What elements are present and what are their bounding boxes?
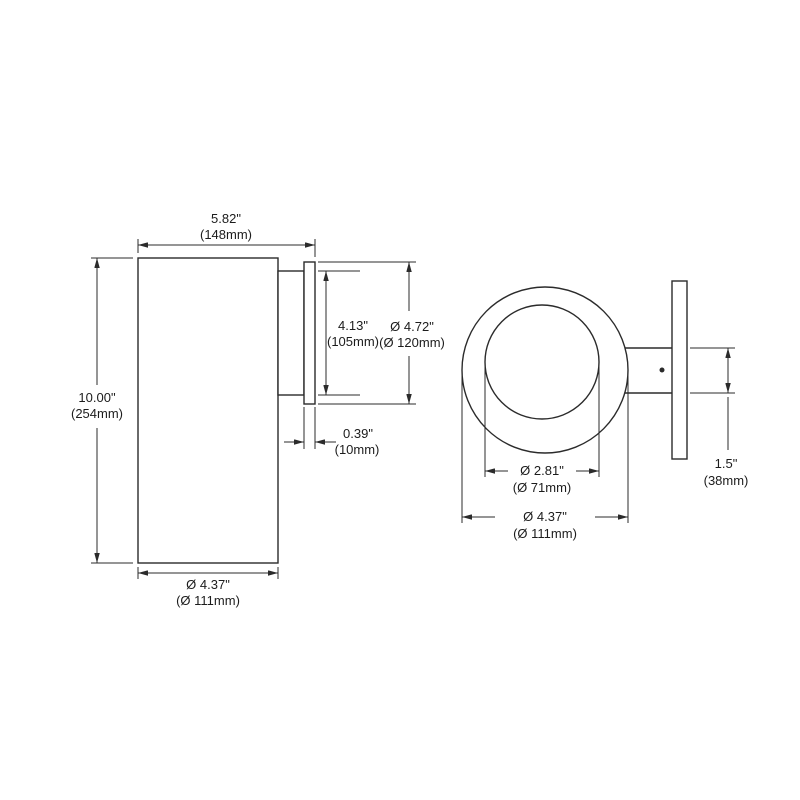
dim-label-in: 4.13" xyxy=(338,318,368,333)
fastener-dot xyxy=(659,367,665,373)
dim-label-mm: (Ø 120mm) xyxy=(379,335,445,350)
dim-label-mm: (Ø 71mm) xyxy=(513,480,572,495)
dim-label-mm: (105mm) xyxy=(327,334,379,349)
dim-backplate-diameter: Ø 4.72" (Ø 120mm) xyxy=(318,261,445,405)
dim-outer-diameter: Ø 4.37" (Ø 111mm) xyxy=(461,374,629,541)
dim-label-mm: (148mm) xyxy=(200,227,252,242)
dim-overall-width: 5.82" (148mm) xyxy=(137,211,316,257)
wall-plate-edge-outline xyxy=(671,280,688,460)
top-view: 1.5" (38mm) Ø 2.81" (Ø 71mm) Ø 4.37" (Ø … xyxy=(461,280,749,541)
dim-label-in: Ø 4.72" xyxy=(390,319,434,334)
dim-overall-height: 10.00" (254mm) xyxy=(71,257,133,564)
mount-arm-outline xyxy=(277,270,305,396)
dim-label-mm: (Ø 111mm) xyxy=(176,593,240,608)
dim-label-in: 1.5" xyxy=(715,456,738,471)
wall-plate-outline xyxy=(303,261,316,405)
cylinder-inner-circle xyxy=(484,304,600,420)
dim-arm-width: 1.5" (38mm) xyxy=(690,347,749,488)
dim-body-diameter: Ø 4.37" (Ø 111mm) xyxy=(137,567,279,608)
dim-backplate-thickness: 0.39" (10mm) xyxy=(284,407,379,457)
side-view: 5.82" (148mm) 10.00" (254mm) 4.13" (105m… xyxy=(71,211,445,608)
dim-label-in: 5.82" xyxy=(211,211,241,226)
dim-label-in: Ø 4.37" xyxy=(186,577,230,592)
dim-label-mm: (10mm) xyxy=(335,442,380,457)
dim-label-mm: (254mm) xyxy=(71,406,123,421)
cylinder-body-outline xyxy=(137,257,279,564)
dim-label-in: Ø 4.37" xyxy=(523,509,567,524)
dim-label-mm: (38mm) xyxy=(704,473,749,488)
cylinder-outer-circle xyxy=(461,286,629,454)
dim-label-mm: (Ø 111mm) xyxy=(513,526,577,541)
dim-housing-height: 4.13" (105mm) xyxy=(318,270,379,396)
dim-inner-diameter: Ø 2.81" (Ø 71mm) xyxy=(484,366,600,495)
dim-label-in: Ø 2.81" xyxy=(520,463,564,478)
dim-label-in: 10.00" xyxy=(78,390,116,405)
dim-label-in: 0.39" xyxy=(343,426,373,441)
